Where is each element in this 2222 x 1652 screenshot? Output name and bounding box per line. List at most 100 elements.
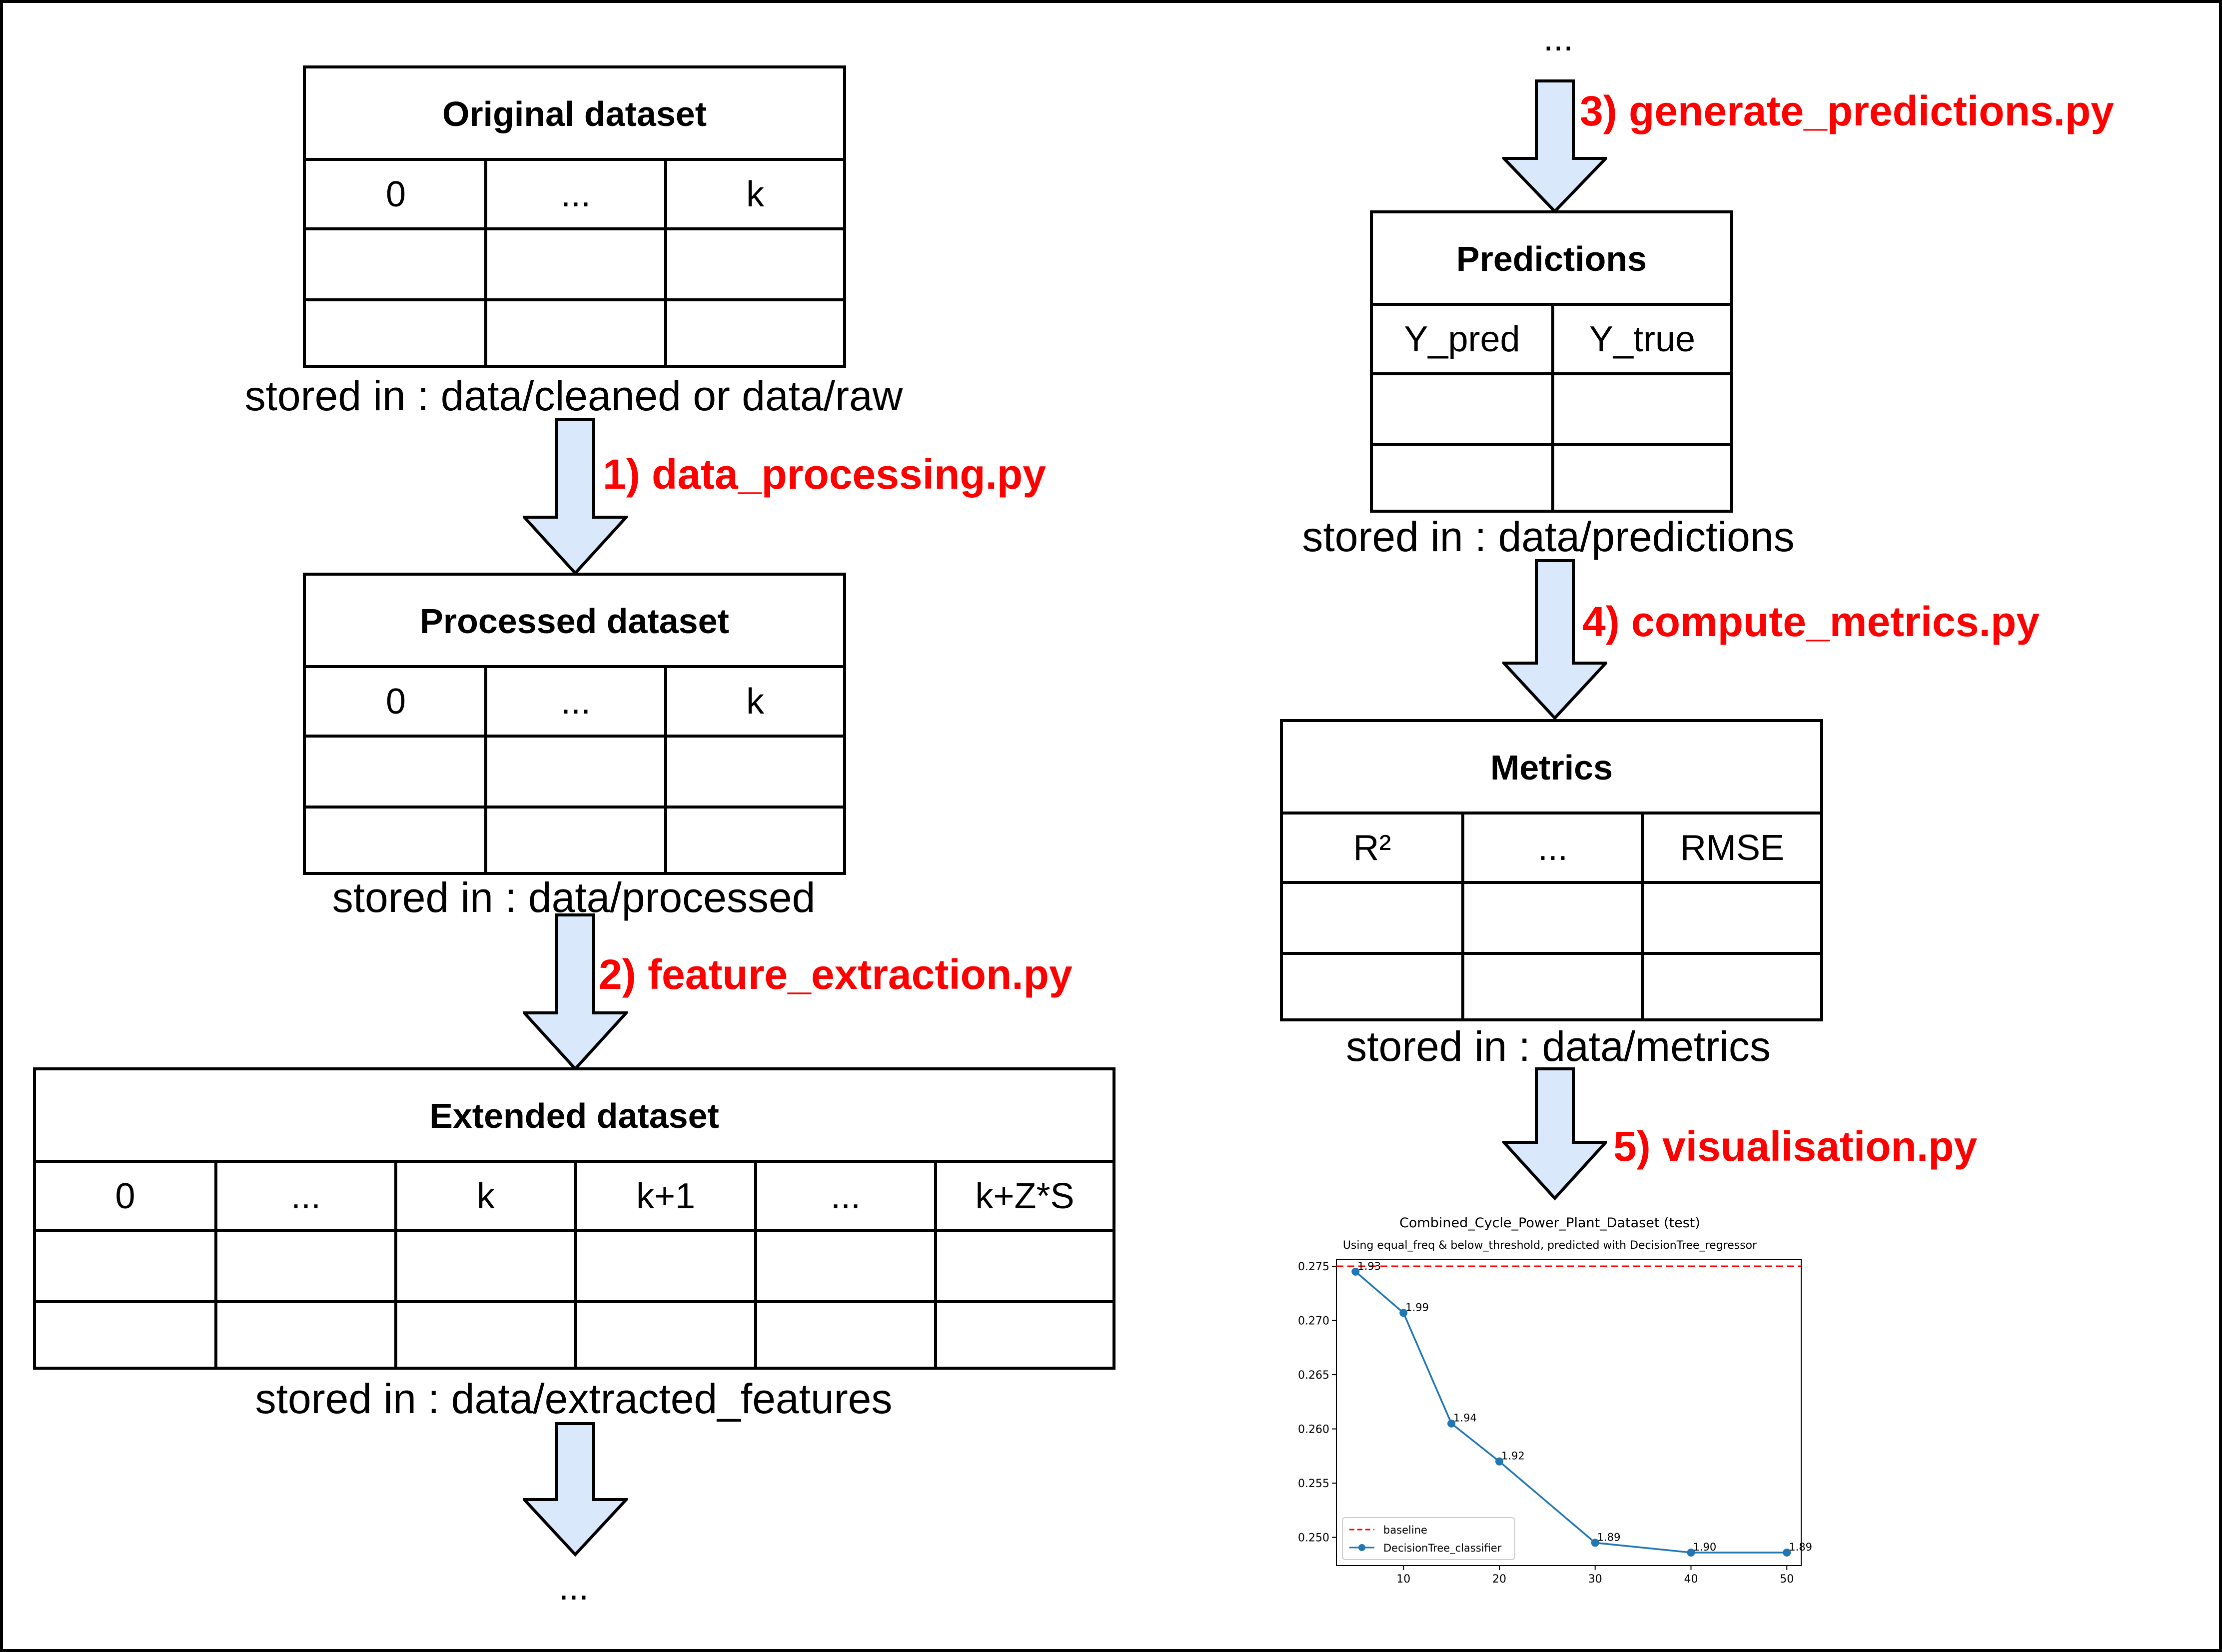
chart-subtitle: Using equal_freq & below_threshold, pred… xyxy=(1343,1239,1757,1252)
data-label: 1.92 xyxy=(1501,1450,1525,1462)
step4-label: 4) compute_metrics.py xyxy=(1582,598,2040,645)
predictions-caption: stored in : data/predictions xyxy=(1302,513,1795,560)
top-ellipsis: ... xyxy=(1543,18,1574,58)
data-point xyxy=(1591,1539,1599,1547)
original-dataset-caption: stored in : data/cleaned or data/raw xyxy=(244,372,903,419)
table-divider xyxy=(306,227,843,230)
y-tick-label: 0.275 xyxy=(1298,1261,1329,1273)
legend-baseline-label: baseline xyxy=(1383,1524,1427,1536)
predictions-table: Predictions Y_pred Y_true xyxy=(1370,210,1733,513)
step5-label: 5) visualisation.py xyxy=(1613,1123,1978,1170)
metrics-title: Metrics xyxy=(1490,748,1613,787)
column-header: Y_true xyxy=(1589,319,1696,359)
x-tick-label: 30 xyxy=(1588,1573,1602,1586)
metrics-table: Metrics R² ... RMSE xyxy=(1280,719,1823,1021)
table-divider xyxy=(574,1161,577,1367)
column-header: R² xyxy=(1353,827,1391,868)
continuation-arrow-icon xyxy=(523,1422,628,1557)
table-divider xyxy=(1283,881,1820,884)
column-header: ... xyxy=(560,681,591,722)
data-label: 1.94 xyxy=(1453,1412,1477,1424)
processed-dataset-caption: stored in : data/processed xyxy=(332,874,816,921)
column-header: ... xyxy=(1537,827,1568,868)
y-tick-label: 0.255 xyxy=(1298,1478,1329,1490)
data-label: 1.89 xyxy=(1597,1531,1621,1543)
plot-area xyxy=(1336,1259,1802,1566)
step4-arrow-icon xyxy=(1502,559,1607,720)
column-header: RMSE xyxy=(1680,827,1785,868)
table-divider xyxy=(1283,952,1820,955)
column-header: k xyxy=(746,174,764,214)
data-label: 1.89 xyxy=(1789,1541,1812,1553)
data-point xyxy=(1351,1267,1360,1276)
data-point xyxy=(1687,1548,1695,1557)
series-layer: 1.93 1.99 1.94 1.92 1.89 1.90 1.89 xyxy=(1351,1260,1812,1557)
legend-series-marker xyxy=(1358,1544,1365,1551)
step2-label: 2) feature_extraction.py xyxy=(599,951,1073,998)
x-tick-label: 10 xyxy=(1396,1573,1410,1586)
extended-dataset-title: Extended dataset xyxy=(429,1096,719,1135)
data-label: 1.90 xyxy=(1693,1541,1716,1553)
column-header: ... xyxy=(830,1176,861,1216)
step3-label: 3) generate_predictions.py xyxy=(1580,87,2114,134)
chart-axes: 10 20 30 40 50 0.250 0.255 0.260 0.265 0.270 0.275 xyxy=(1298,1261,1794,1586)
bottom-ellipsis: ... xyxy=(558,1568,589,1608)
legend-box xyxy=(1342,1517,1515,1560)
table-divider xyxy=(484,159,487,365)
y-tick-label: 0.270 xyxy=(1298,1315,1329,1328)
column-header: ... xyxy=(290,1176,321,1216)
y-tick-label: 0.260 xyxy=(1298,1424,1329,1436)
metrics-caption: stored in : data/metrics xyxy=(1346,1023,1771,1070)
data-point xyxy=(1399,1309,1408,1317)
column-header: Y_pred xyxy=(1404,319,1520,359)
column-header: 0 xyxy=(385,681,406,722)
table-divider xyxy=(306,298,843,301)
step1-arrow-icon xyxy=(523,418,628,576)
original-dataset-table: Original dataset 0 ... k xyxy=(303,65,846,368)
table-divider xyxy=(664,159,667,365)
column-header: k xyxy=(477,1176,495,1216)
table-divider xyxy=(306,158,843,161)
table-divider xyxy=(1283,812,1820,815)
table-divider xyxy=(1551,304,1554,510)
extended-dataset-table: Extended dataset 0 ... k k+1 ... k+Z*S xyxy=(33,1067,1115,1370)
column-header: k+Z*S xyxy=(975,1176,1075,1216)
x-tick-label: 20 xyxy=(1492,1573,1506,1586)
extended-dataset-caption: stored in : data/extracted_features xyxy=(255,1375,893,1422)
y-tick-label: 0.250 xyxy=(1298,1532,1329,1545)
table-divider xyxy=(306,665,843,668)
column-header: 0 xyxy=(115,1176,135,1216)
y-tick-label: 0.265 xyxy=(1298,1369,1329,1382)
column-header: ... xyxy=(560,174,591,214)
step1-label: 1) data_processing.py xyxy=(603,451,1046,498)
data-point xyxy=(1783,1548,1791,1557)
processed-dataset-table: Processed dataset 0 ... k xyxy=(303,573,846,875)
table-divider xyxy=(1461,813,1464,1018)
predictions-title: Predictions xyxy=(1456,239,1647,278)
step3-arrow-icon xyxy=(1502,79,1607,214)
data-label: 1.99 xyxy=(1405,1301,1429,1313)
table-divider xyxy=(306,806,843,809)
table-divider xyxy=(934,1161,937,1367)
data-point xyxy=(1495,1457,1503,1466)
table-divider xyxy=(1641,813,1644,1018)
table-divider xyxy=(394,1161,397,1367)
table-divider xyxy=(306,735,843,738)
data-label: 1.93 xyxy=(1357,1260,1381,1272)
table-divider xyxy=(664,667,667,872)
table-divider xyxy=(754,1161,757,1367)
chart-title: Combined_Cycle_Power_Plant_Dataset (test… xyxy=(1399,1215,1700,1231)
metrics-line-chart: Combined_Cycle_Power_Plant_Dataset (test… xyxy=(1298,1215,1812,1586)
step2-arrow-icon xyxy=(523,913,628,1071)
table-divider xyxy=(484,667,487,872)
table-divider xyxy=(214,1161,217,1367)
x-tick-label: 40 xyxy=(1684,1573,1698,1586)
x-tick-label: 50 xyxy=(1780,1573,1794,1586)
column-header: k+1 xyxy=(636,1176,696,1216)
column-header: 0 xyxy=(385,174,406,214)
step5-arrow-icon xyxy=(1502,1067,1607,1201)
processed-dataset-title: Processed dataset xyxy=(420,602,729,641)
data-point xyxy=(1447,1419,1456,1428)
